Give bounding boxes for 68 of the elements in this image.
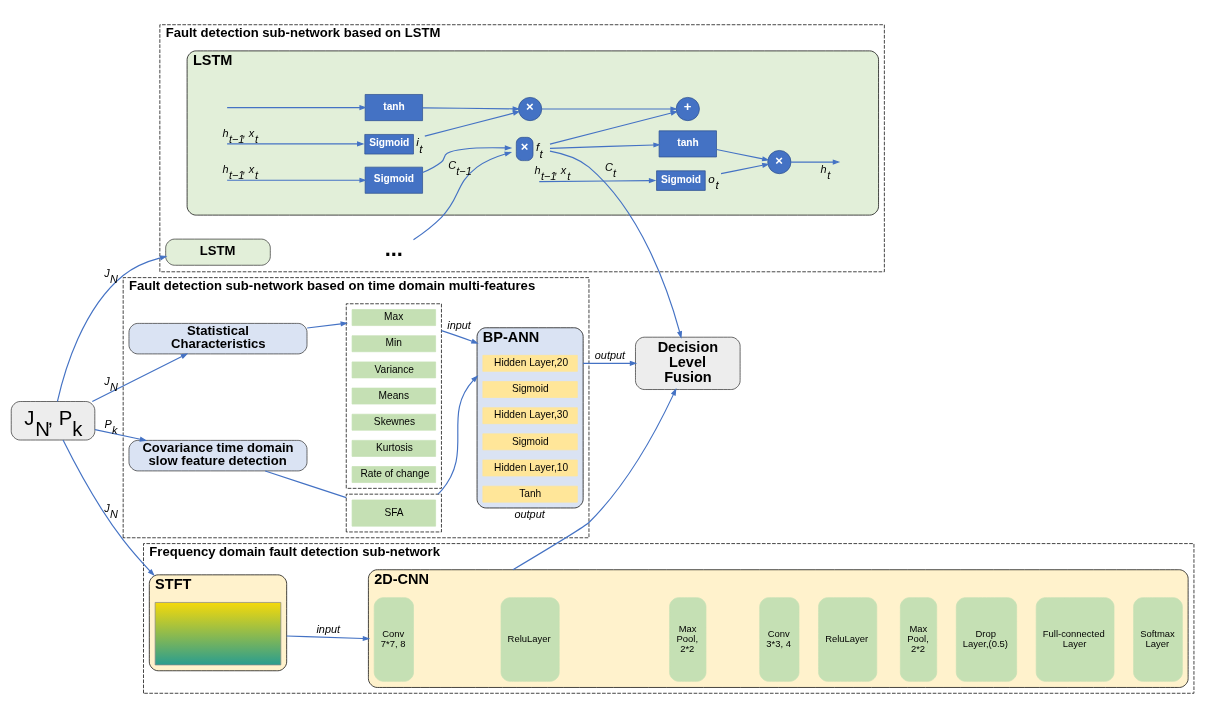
node-box: Hidden Layer,20 [482, 355, 578, 372]
node-box: LSTM [165, 238, 271, 266]
node-box: Sigmoid [482, 433, 578, 451]
node-box: Sigmoid [364, 166, 423, 194]
node-box: Decision Level Fusion [635, 336, 741, 390]
connector [264, 470, 347, 499]
edge-label: input [447, 319, 471, 332]
arrow [440, 330, 479, 344]
arrow [549, 142, 661, 149]
node-box: tanh [658, 130, 717, 158]
arrow [437, 375, 479, 495]
cluster [345, 493, 442, 533]
node-box: Statistical Characteristics [128, 323, 308, 355]
node-box: Softmax Layer [1133, 597, 1183, 682]
arrow [94, 429, 148, 442]
arrow [286, 635, 371, 642]
arrow [549, 150, 683, 339]
node-box: Rate of change [351, 466, 436, 483]
node-box: ReluLayer [818, 597, 878, 682]
arrow [512, 388, 677, 571]
node-box: Full-connected Layer [1035, 597, 1115, 682]
node-box: Variance [351, 361, 436, 379]
node-circle: × [518, 97, 543, 121]
node-box: Max [351, 309, 436, 326]
arrow [422, 145, 513, 174]
arrow [720, 162, 770, 175]
node-box: Max Pool, 2*2 [669, 597, 707, 682]
edge-label: output [514, 508, 545, 521]
node-box: Hidden Layer,10 [482, 459, 578, 477]
node-box: Min [351, 335, 436, 353]
arrow [226, 177, 367, 183]
arrow [549, 110, 678, 145]
arrow [541, 106, 678, 112]
node-picture [154, 602, 282, 666]
node-box: Covariance time domain slow feature detection [128, 440, 308, 472]
arrow [56, 255, 168, 403]
node-box: Sigmoid [482, 381, 578, 398]
node-box: Skewnes [351, 413, 436, 431]
node-circle: × [767, 150, 792, 175]
node-box: Drop Layer,(0.5) [955, 597, 1017, 682]
node-box: tanh [364, 94, 423, 121]
node-box: ReluLayer [500, 597, 560, 682]
node-box: Conv 3*3, 4 [759, 597, 800, 682]
node-box: Tanh [482, 485, 578, 503]
arrow [422, 106, 521, 112]
arrow [306, 321, 348, 329]
arrow [91, 353, 189, 402]
arrow [424, 110, 521, 137]
node-box: Hidden Layer,30 [482, 407, 578, 425]
node-box: Conv 7*7, 8 [373, 597, 414, 682]
arrow [538, 178, 657, 184]
node-box: Means [351, 387, 436, 405]
cluster [345, 303, 442, 489]
arrow [790, 159, 841, 165]
cluster: STFT [148, 574, 288, 672]
node-box: Max Pool, 2*2 [900, 597, 938, 682]
arrow [582, 360, 638, 366]
arrow [226, 141, 365, 147]
arrow [715, 148, 770, 162]
node-box: SFA [351, 499, 436, 527]
edge-label: input [316, 622, 341, 635]
edge-label: output [594, 349, 626, 361]
arrow [226, 104, 367, 111]
arrow [412, 151, 513, 241]
node-circle: + [675, 97, 700, 121]
arrow [62, 439, 155, 577]
node-text: ... [384, 236, 403, 262]
node-box: Kurtosis [351, 440, 436, 457]
